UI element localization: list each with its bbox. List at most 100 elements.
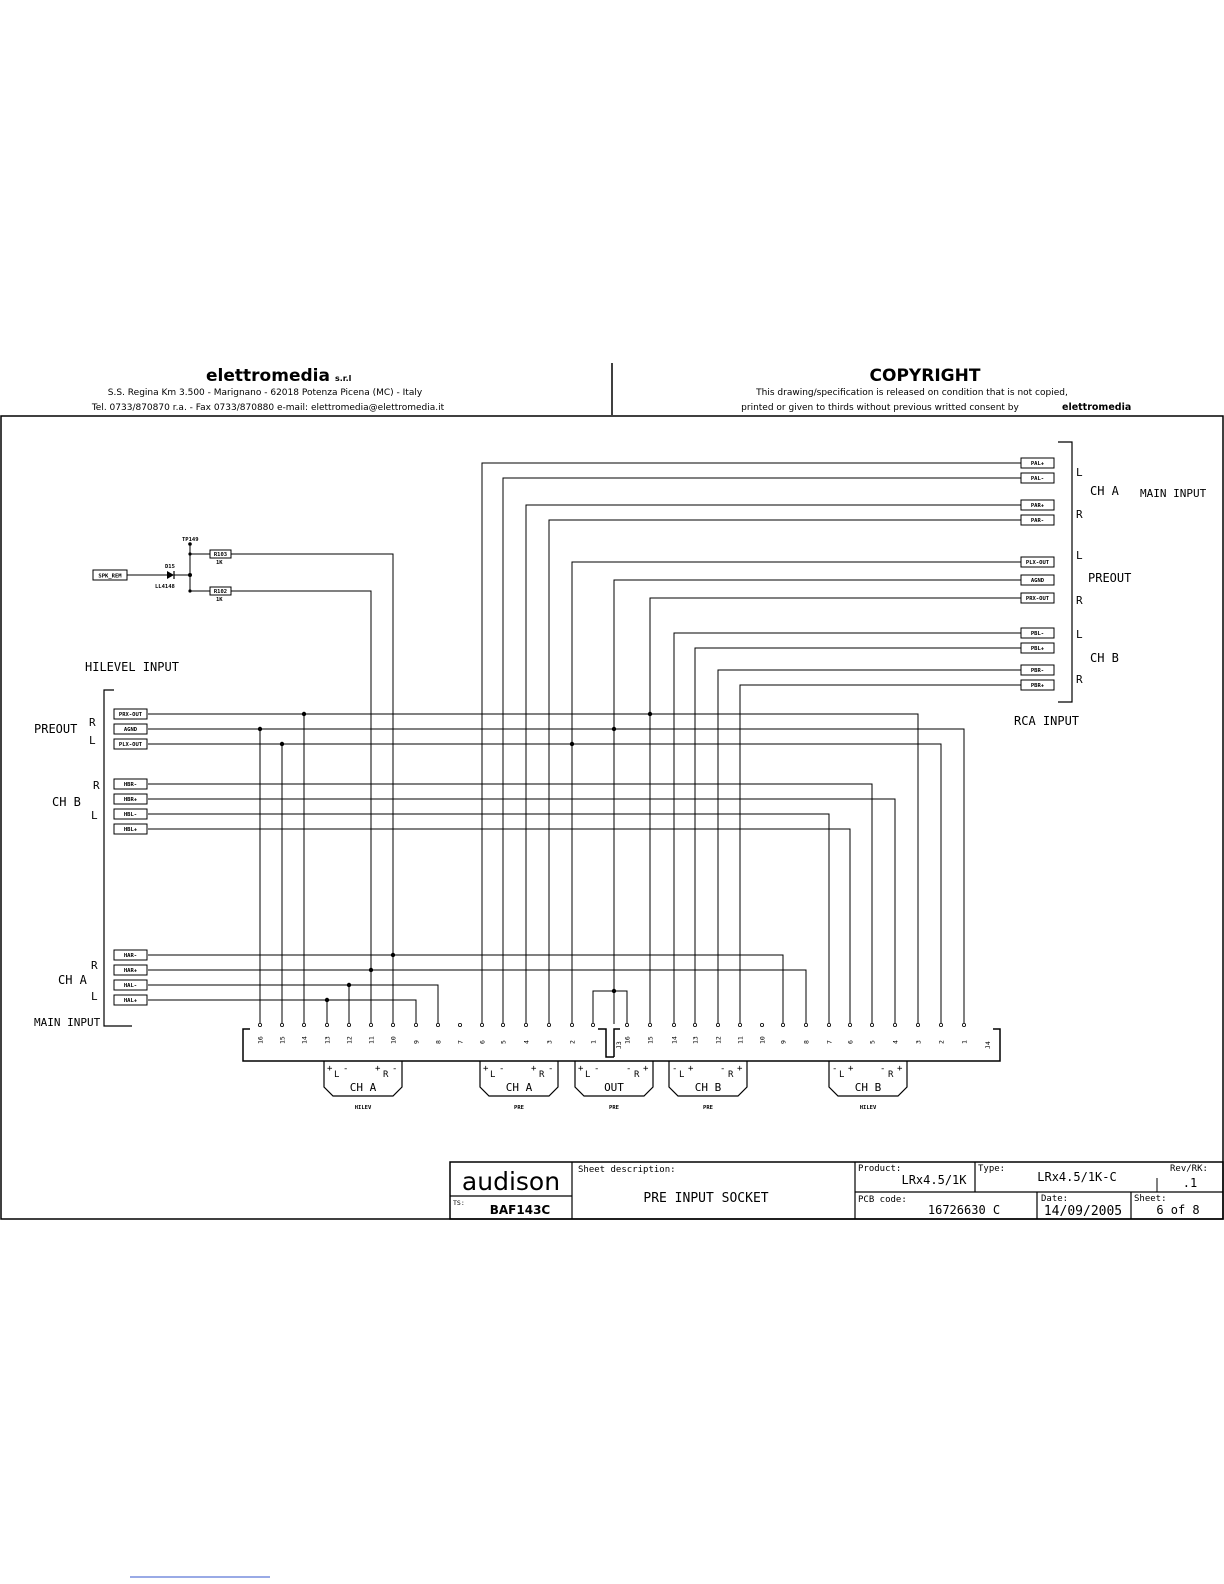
svg-text:-: - <box>594 1064 599 1074</box>
svg-text:-: - <box>672 1064 677 1074</box>
r103-label: R103 <box>214 552 227 558</box>
j4-pin-number: 4 <box>892 1040 900 1044</box>
j3-pin-6: 6 <box>479 1023 487 1044</box>
svg-text:+: + <box>897 1064 903 1074</box>
hilevel-wires <box>148 713 965 1024</box>
junctions <box>257 711 653 1003</box>
socket-3-label: OUT <box>604 1081 624 1094</box>
svg-text:+: + <box>531 1064 537 1074</box>
rca-chb-l: L <box>1076 628 1083 641</box>
copyright-brand: elettromedia <box>1062 402 1131 413</box>
company-suffix: s.r.l <box>335 374 352 383</box>
svg-text:R: R <box>634 1070 640 1080</box>
j3-pin-7: 7 <box>457 1023 465 1044</box>
j4-pin-number: 5 <box>869 1040 877 1044</box>
j4-pin-number: 1 <box>961 1040 969 1044</box>
j3-pin-number: 14 <box>301 1036 309 1044</box>
header: elettromedia s.r.l S.S. Regina Km 3.500 … <box>91 363 1131 415</box>
svg-text:-: - <box>880 1064 885 1074</box>
sheet-description-label: Sheet description: <box>578 1165 676 1175</box>
rca-net-3: PAR- <box>1020 514 1055 526</box>
hilevel-net-labels: PRX-OUTAGNDPLX-OUTHBR-HBR+HBL-HBL+HAR-HA… <box>113 708 148 1006</box>
rca-net-label: PAL- <box>1031 476 1044 482</box>
svg-text:L: L <box>839 1070 844 1080</box>
date-label: Date: <box>1041 1194 1068 1204</box>
hilevel-input-labels: HILEVEL INPUT PREOUT R L R CH B L R CH A… <box>34 660 179 1029</box>
hilevel-net-label: HBL- <box>124 812 137 818</box>
type-value: LRx4.5/1K-C <box>1037 1170 1116 1184</box>
company-name: elettromedia <box>206 366 330 386</box>
rca-net-1: PAL- <box>1020 472 1055 484</box>
j4-pin-4: 4 <box>892 1023 900 1044</box>
svg-text:R: R <box>383 1070 389 1080</box>
svg-text:L: L <box>334 1070 339 1080</box>
j4-pin-10: 10 <box>759 1023 767 1044</box>
rca-net-label: PLX-OUT <box>1026 560 1050 566</box>
hilevel-net-9: HAL- <box>113 979 148 991</box>
hilevel-net-label: HBR- <box>124 782 137 788</box>
rca-net-9: PBR- <box>1020 664 1055 676</box>
rca-preout-l: L <box>1076 549 1083 562</box>
j3-pin-15: 15 <box>279 1023 287 1044</box>
rca-net-label: PBL- <box>1031 631 1044 637</box>
hilevel-net-0: PRX-OUT <box>113 708 148 720</box>
date-value: 14/09/2005 <box>1044 1204 1122 1219</box>
diode-part: LL4148 <box>155 584 175 590</box>
socket-4-sub: PRE <box>703 1105 713 1111</box>
j3-pin-5: 5 <box>500 1023 508 1044</box>
j3-pin-number: 5 <box>500 1040 508 1044</box>
hilevel-net-label: HAL+ <box>124 998 138 1004</box>
copyright-line2: printed or given to thirds without previ… <box>741 403 1019 413</box>
j3-pin-number: 16 <box>257 1036 265 1044</box>
hilevel-net-4: HBR+ <box>113 793 148 805</box>
pcb-code-label: PCB code: <box>858 1195 907 1205</box>
hilevel-net-label: HAL- <box>124 983 137 989</box>
j3-pin-number: 2 <box>569 1040 577 1044</box>
j3-pin-number: 15 <box>279 1036 287 1044</box>
hilevel-net-6: HBL+ <box>113 823 148 835</box>
svg-text:-: - <box>392 1064 397 1074</box>
j4-pin-1: 1 <box>961 1023 969 1044</box>
rca-ch-b: CH B <box>1090 651 1119 665</box>
hilevel-ch-a: CH A <box>58 973 88 987</box>
j4-pin-7: 7 <box>826 1023 834 1044</box>
pcb-code-value: 16726630 C <box>928 1203 1000 1217</box>
j4-pin-number: 9 <box>780 1040 788 1044</box>
r102-label: R102 <box>214 589 227 595</box>
svg-text:+: + <box>578 1064 584 1074</box>
j3-pin-4: 4 <box>523 1023 531 1044</box>
ts-value: BAF143C <box>490 1203 551 1217</box>
j4-pin-number: 12 <box>715 1036 723 1044</box>
hilevel-preout: PREOUT <box>34 722 77 736</box>
hilevel-net-label: HBR+ <box>124 797 138 803</box>
j4-pin-15: 15 <box>647 1023 655 1044</box>
hilevel-chb-r: R <box>93 779 100 792</box>
hilevel-net-3: HBR- <box>113 778 148 790</box>
svg-text:+: + <box>643 1064 649 1074</box>
hilevel-preout-r: R <box>89 716 96 729</box>
j4-pin-14: 14 <box>671 1023 679 1044</box>
svg-text:+: + <box>483 1064 489 1074</box>
svg-text:+: + <box>848 1064 854 1074</box>
copyright-line1: This drawing/specification is released o… <box>755 388 1068 398</box>
j3-pin-number: 8 <box>435 1040 443 1044</box>
sockets: +L- +R- CH A HILEV +L- +R- CH A PRE +L- … <box>323 1061 908 1111</box>
title-block: audison TS: BAF143C Sheet description: P… <box>449 1161 1224 1220</box>
rca-net-label: PAR+ <box>1031 503 1045 509</box>
svg-text:L: L <box>490 1070 495 1080</box>
hilevel-input-title: HILEVEL INPUT <box>85 660 179 674</box>
rca-main-input: MAIN INPUT <box>1140 487 1207 500</box>
j4-pin-12: 12 <box>715 1023 723 1044</box>
svg-text:-: - <box>832 1064 837 1074</box>
j3-pin-number: 11 <box>368 1036 376 1044</box>
sheet-label: Sheet: <box>1134 1194 1167 1204</box>
socket-ch-b-pre: -L+ -R+ CH B PRE <box>668 1061 748 1111</box>
hilevel-net-5: HBL- <box>113 808 148 820</box>
rev-label: Rev/RK: <box>1170 1164 1208 1174</box>
company-address: S.S. Regina Km 3.500 - Marignano - 62018… <box>108 388 423 398</box>
socket-2-label: CH A <box>506 1081 533 1094</box>
hilevel-chb-l: L <box>91 809 98 822</box>
